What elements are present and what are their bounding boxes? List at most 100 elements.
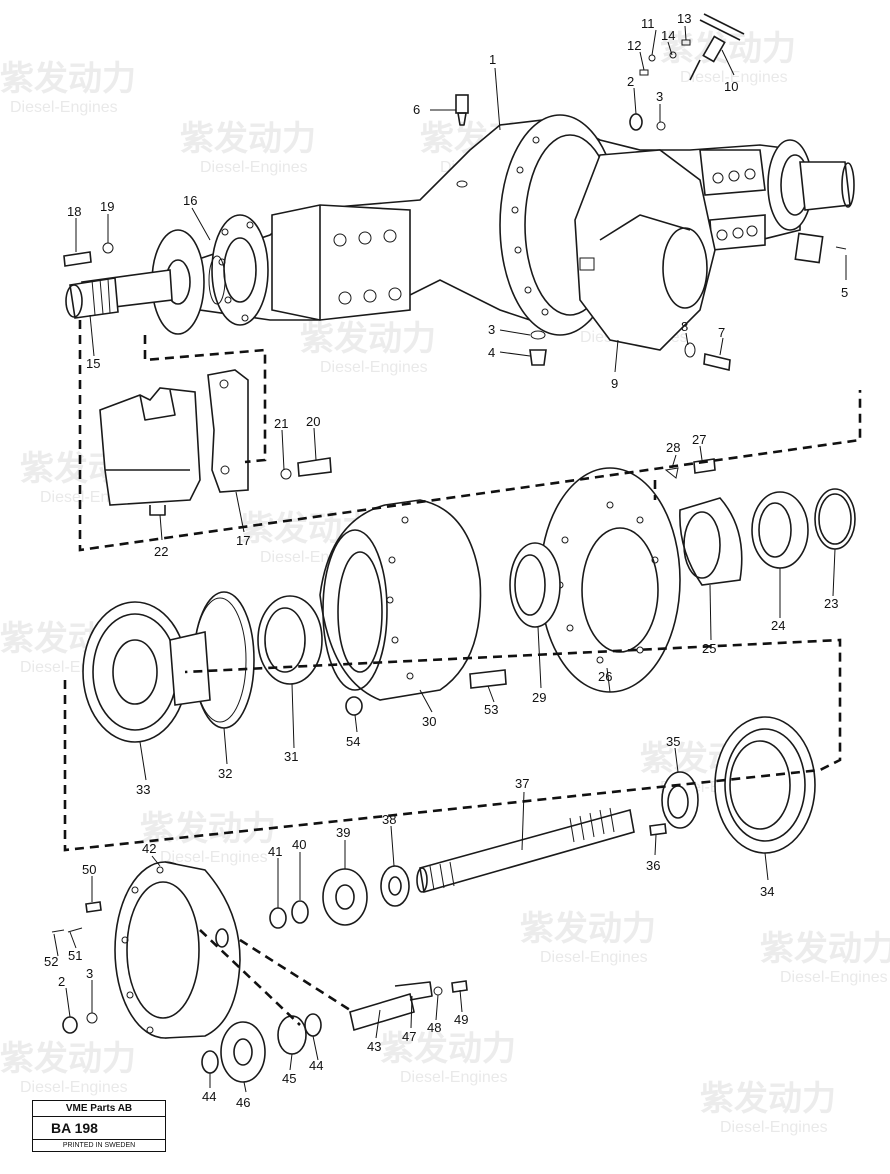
callout-49: 49 — [454, 1012, 468, 1027]
title-block-company: VME Parts AB — [33, 1101, 165, 1117]
callout-2: 2 — [627, 74, 634, 89]
callout-17: 17 — [236, 533, 250, 548]
svg-text:紫发动力: 紫发动力 — [180, 119, 316, 159]
sun-gear-group — [269, 865, 410, 929]
callout-40: 40 — [292, 837, 306, 852]
wheel-hub — [319, 499, 507, 716]
title-block-printed: PRINTED IN SWEDEN — [62, 1142, 136, 1149]
callout-18: 18 — [67, 204, 81, 219]
svg-text:紫发动力: 紫发动力 — [0, 59, 136, 99]
title-block: VME Parts AB BA 198 PRINTED IN SWEDEN — [32, 1100, 166, 1152]
callout-8: 8 — [681, 319, 688, 334]
leaders — [53, 25, 847, 1093]
svg-text:Diesel-Engines: Diesel-Engines — [400, 1069, 508, 1086]
callout-45: 45 — [282, 1071, 296, 1086]
title-block-code: BA 198 — [33, 1117, 165, 1140]
callout-13: 13 — [677, 11, 691, 26]
callout-51: 51 — [68, 948, 82, 963]
callout-4: 4 — [488, 345, 495, 360]
callout-15: 15 — [86, 356, 100, 371]
callout-50: 50 — [82, 862, 96, 877]
callout-36: 36 — [646, 858, 660, 873]
svg-text:紫发动力: 紫发动力 — [380, 1029, 516, 1069]
gear-group-33 — [82, 591, 323, 743]
callout-3: 3 — [656, 89, 663, 104]
drive-shaft — [416, 807, 635, 894]
ring-gear — [649, 716, 816, 854]
brake-disc — [539, 467, 681, 693]
callout-44: 44 — [309, 1058, 323, 1073]
svg-text:Diesel-Engines: Diesel-Engines — [680, 69, 788, 86]
callout-21: 21 — [274, 416, 288, 431]
callout-44b: 44 — [202, 1089, 216, 1104]
bearings — [509, 488, 856, 628]
svg-text:紫发动力: 紫发动力 — [520, 909, 656, 949]
callout-38: 38 — [382, 812, 396, 827]
svg-text:紫发动力: 紫发动力 — [0, 1039, 136, 1079]
assembly-boundaries — [63, 320, 862, 1026]
callout-37: 37 — [515, 776, 529, 791]
callout-43: 43 — [367, 1039, 381, 1054]
callout-3c: 3 — [86, 966, 93, 981]
callout-29: 29 — [532, 690, 546, 705]
callout-39: 39 — [336, 825, 350, 840]
callout-33: 33 — [136, 782, 150, 797]
brake-caliper — [99, 369, 249, 516]
callout-20: 20 — [306, 414, 320, 429]
callout-19: 19 — [100, 199, 114, 214]
callout-12: 12 — [627, 38, 641, 53]
callout-10: 10 — [724, 79, 738, 94]
carrier-cover — [574, 149, 716, 351]
svg-text:Diesel-Engines: Diesel-Engines — [320, 359, 428, 376]
callout-22: 22 — [154, 544, 168, 559]
svg-text:紫发动力: 紫发动力 — [760, 929, 890, 969]
callout-47: 47 — [402, 1029, 416, 1044]
callout-3b: 3 — [488, 322, 495, 337]
svg-text:Diesel-Engines: Diesel-Engines — [160, 849, 268, 866]
callout-27: 27 — [692, 432, 706, 447]
callout-31: 31 — [284, 749, 298, 764]
callout-2b: 2 — [58, 974, 65, 989]
callout-9: 9 — [611, 376, 618, 391]
callout-46: 46 — [236, 1095, 250, 1110]
callout-30: 30 — [422, 714, 436, 729]
svg-text:Diesel-Engines: Diesel-Engines — [720, 1119, 828, 1136]
callout-7: 7 — [718, 325, 725, 340]
left-spindle — [65, 214, 269, 335]
callout-48: 48 — [427, 1020, 441, 1035]
svg-text:紫发动力: 紫发动力 — [300, 319, 436, 359]
planet-housing — [51, 861, 241, 1039]
callout-54: 54 — [346, 734, 360, 749]
callout-28: 28 — [666, 440, 680, 455]
svg-text:Diesel-Engines: Diesel-Engines — [780, 969, 888, 986]
callout-5: 5 — [841, 285, 848, 300]
callout-42: 42 — [142, 841, 156, 856]
callout-26: 26 — [598, 669, 612, 684]
svg-text:Diesel-Engines: Diesel-Engines — [200, 159, 308, 176]
callout-52: 52 — [44, 954, 58, 969]
callout-32: 32 — [218, 766, 232, 781]
callout-labels: 1 2 3 3 4 5 6 7 8 9 10 11 12 13 14 15 16… — [44, 11, 848, 1110]
callout-6: 6 — [413, 102, 420, 117]
callout-1: 1 — [489, 52, 496, 67]
callout-34: 34 — [760, 884, 774, 899]
upper-small-parts — [63, 13, 847, 480]
callout-35: 35 — [666, 734, 680, 749]
svg-text:Diesel-Engines: Diesel-Engines — [540, 949, 648, 966]
callout-11: 11 — [641, 16, 655, 31]
callout-24: 24 — [771, 618, 785, 633]
svg-text:Diesel-Engines: Diesel-Engines — [10, 99, 118, 116]
svg-text:紫发动力: 紫发动力 — [140, 809, 276, 849]
callout-25: 25 — [702, 641, 716, 656]
callout-41: 41 — [268, 844, 282, 859]
